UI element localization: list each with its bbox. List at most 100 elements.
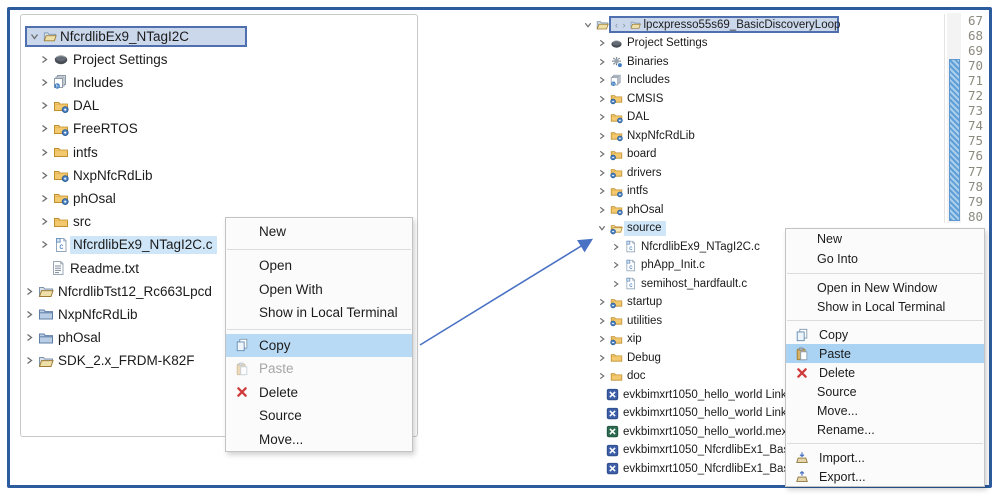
chevron-right-icon[interactable] [40,77,49,87]
menu-item-show-in-local-terminal[interactable]: Show in Local Terminal [786,297,984,316]
menu-item-delete[interactable]: Delete [786,363,984,382]
tree-item-evkbimxrt1050-hello-world-link[interactable]: evkbimxrt1050_hello_world Link [597,405,787,422]
chevron-right-icon[interactable] [597,112,606,122]
chevron-right-icon[interactable] [597,186,606,196]
chevron-right-icon[interactable] [597,334,606,344]
menu-item-new[interactable]: New [786,229,984,249]
tree-item-sdk-2-x-frdm-k82f[interactable]: SDK_2.x_FRDM-K82F [25,350,195,371]
chevron-right-icon[interactable] [597,57,606,67]
menu-item-export[interactable]: Export... [786,467,984,486]
tree-item-debug[interactable]: Debug [597,349,661,366]
selected-item-box[interactable]: NfcrdlibEx9_NTagI2C [25,25,247,47]
menu-item-label: Move... [259,431,304,447]
chevron-right-icon[interactable] [597,75,606,85]
project-open-icon [43,29,57,43]
tree-item-source[interactable]: source [597,220,666,237]
chevron-right-icon[interactable] [25,309,34,319]
menu-item-go-into[interactable]: Go Into [786,249,984,269]
tree-item-evkbimxrt1050-nfcrdlibex1-basi[interactable]: evkbimxrt1050_NfcrdlibEx1_Basi [597,460,792,477]
tree-item-utilities[interactable]: utilities [597,312,662,329]
tree-item-project-settings[interactable]: Project Settings [40,49,168,70]
menu-item-import[interactable]: Import... [786,448,984,467]
tree-item-phosal[interactable]: phOsal [597,201,663,218]
menu-item-show-in-local-terminal[interactable]: Show in Local Terminal [226,301,412,325]
chevron-right-icon[interactable] [597,131,606,141]
chevron-right-icon[interactable] [25,356,34,366]
tree-item-nxpnfcrdlib[interactable]: NxpNfcRdLib [597,127,695,144]
tree-item-phosal[interactable]: phOsal [25,327,101,348]
chevron-right-icon[interactable] [40,217,49,227]
chevron-right-icon[interactable] [597,149,606,159]
tree-item-doc[interactable]: doc [597,368,646,385]
chevron-right-icon[interactable] [597,38,606,48]
tree-item-src[interactable]: src [40,211,91,232]
tree-item-freertos[interactable]: FreeRTOS [40,118,138,139]
chevron-right-icon[interactable] [611,242,620,252]
chevron-right-icon[interactable] [40,101,49,111]
tree-item-evkbimxrt1050-nfcrdlibex1-basi[interactable]: evkbimxrt1050_NfcrdlibEx1_Basi [597,442,792,459]
chevron-right-icon[interactable] [597,316,606,326]
menu-item-label: Delete [259,384,299,400]
chevron-right-icon[interactable] [25,286,34,296]
chevron-right-icon[interactable] [40,170,49,180]
menu-item-new[interactable]: New [226,218,412,245]
tree-item-evkbimxrt1050-hello-world-link[interactable]: evkbimxrt1050_hello_world Link [597,386,787,403]
menu-item-copy[interactable]: Copy [786,325,984,344]
chevron-right-icon[interactable] [40,147,49,157]
tree-item-nxpnfcrdlib[interactable]: NxpNfcRdLib [40,165,153,186]
tree-item-evkbimxrt1050-hello-world-mex[interactable]: evkbimxrt1050_hello_world.mex [597,423,787,440]
chevron-right-icon[interactable] [597,353,606,363]
chevron-right-icon[interactable] [40,54,49,64]
tree-item-readme-txt[interactable]: Readme.txt [40,258,139,279]
vertical-scrollbar-thumb[interactable] [949,59,960,221]
tree-item-board[interactable]: board [597,146,656,163]
selected-item-box[interactable]: ‹ ›lpcxpresso55s69_BasicDiscoveryLoop [609,16,840,33]
menu-item-move[interactable]: Move... [226,428,412,452]
tree-item-nxpnfcrdlib[interactable]: NxpNfcRdLib [25,304,138,325]
menu-item-rename[interactable]: Rename... [786,420,984,439]
menu-item-delete[interactable]: Delete [226,381,412,405]
tree-item-dal[interactable]: DAL [40,95,99,116]
menu-item-open-with[interactable]: Open With [226,278,412,302]
tree-item-dal[interactable]: DAL [597,109,649,126]
chevron-down-icon[interactable] [597,223,606,233]
chevron-right-icon[interactable] [40,124,49,134]
chevron-down-icon[interactable] [583,20,592,30]
menu-item-open[interactable]: Open [226,254,412,278]
chevron-right-icon[interactable] [40,240,49,250]
tree-item-nfcrdlibtst12-rc663lpcd[interactable]: NfcrdlibTst12_Rc663Lpcd [25,281,212,302]
tree-item-phosal[interactable]: phOsal [40,188,116,209]
tree-item-drivers[interactable]: drivers [597,164,662,181]
menu-item-move[interactable]: Move... [786,401,984,420]
chevron-right-icon[interactable] [597,168,606,178]
tree-item-project-settings[interactable]: Project Settings [597,35,708,52]
chevron-right-icon[interactable] [597,94,606,104]
chevron-right-icon[interactable] [25,333,34,343]
tree-item-startup[interactable]: startup [597,294,662,311]
chevron-right-icon[interactable] [597,205,606,215]
tree-item-lpcxpresso55s69-basicdiscoveryloop[interactable]: ‹ ›lpcxpresso55s69_BasicDiscoveryLoop [583,16,840,33]
tree-item-intfs[interactable]: intfs [40,142,98,163]
chevron-right-icon[interactable] [611,260,620,270]
menu-item-source[interactable]: Source [226,404,412,428]
chevron-right-icon[interactable] [597,297,606,307]
tree-item-intfs[interactable]: intfs [597,183,648,200]
menu-item-paste[interactable]: Paste [786,344,984,363]
tree-item-nfcrdlibex9-ntagi2c[interactable]: NfcrdlibEx9_NTagI2C [25,25,247,47]
menu-item-open-in-new-window[interactable]: Open in New Window [786,278,984,297]
chevron-down-icon[interactable] [30,31,39,41]
menu-item-copy[interactable]: Copy [226,333,412,357]
tree-item-cmsis[interactable]: CMSIS [597,90,663,107]
tree-item-xip[interactable]: xip [597,331,642,348]
menu-item-source[interactable]: Source [786,382,984,401]
tree-item-binaries[interactable]: Binaries [597,53,669,70]
chevron-right-icon[interactable] [597,371,606,381]
chevron-right-icon[interactable] [611,279,620,289]
chevron-right-icon[interactable] [40,193,49,203]
